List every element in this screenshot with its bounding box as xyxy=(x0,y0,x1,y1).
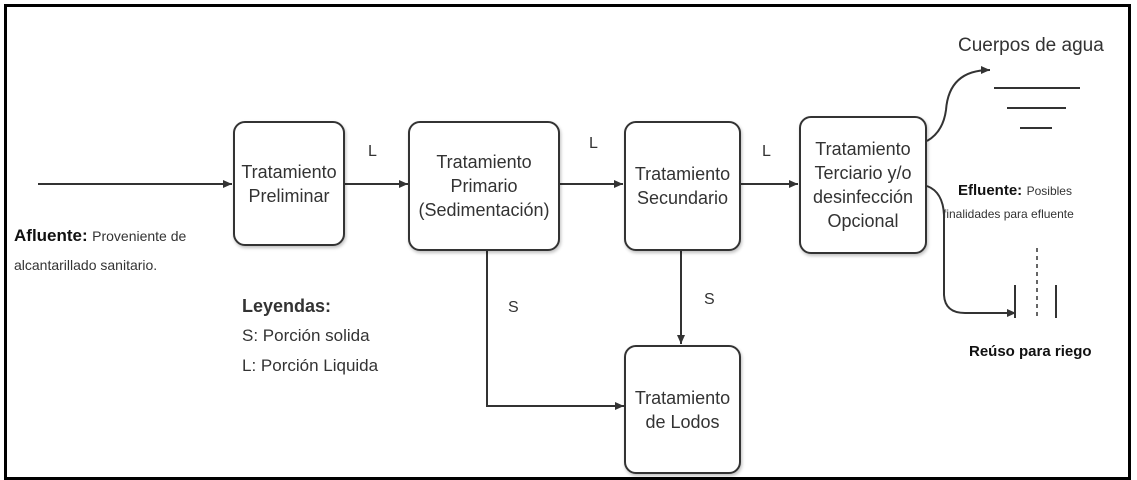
legend-l: L: Porción Liquida xyxy=(242,356,379,375)
legend-title: Leyendas: xyxy=(242,296,332,316)
flow-label-l2: L xyxy=(589,135,598,152)
efluente-title: Efluente: xyxy=(958,182,1023,199)
box-terciario-text: Tratamiento Terciario y/o desinfección O… xyxy=(812,139,914,231)
efluente-line-1: Efluente: Posibles xyxy=(958,182,1072,200)
afluente-line-1: Afluente: Proveniente de xyxy=(14,226,186,246)
box-tratamiento-lodos: Tratamiento de Lodos xyxy=(624,345,741,474)
box-primario-text: Tratamiento Primario (Sedimentación) xyxy=(418,152,550,220)
afluente-title: Afluente: xyxy=(14,226,88,245)
diagram-frame xyxy=(4,4,1131,480)
flow-label-s2: S xyxy=(704,291,715,308)
box-secundario-text: Tratamiento Secundario xyxy=(634,164,731,208)
flow-label-l3: L xyxy=(762,143,771,160)
arrow-terciario-reuso xyxy=(926,185,1016,317)
arrow-terciario-cuerpos xyxy=(926,66,991,142)
box-preliminar-text: Tratamiento Preliminar xyxy=(241,161,337,206)
box-tratamiento-secundario: Tratamiento Secundario xyxy=(624,121,741,251)
efluente-desc-1: Posibles xyxy=(1026,184,1072,198)
output-reuso-para-riego: Reúso para riego xyxy=(969,343,1092,360)
box-tratamiento-primario: Tratamiento Primario (Sedimentación) xyxy=(408,121,560,251)
box-tratamiento-preliminar: Tratamiento Preliminar xyxy=(233,121,345,246)
efluente-desc-2: finalidades para efluente xyxy=(943,207,1074,221)
output-cuerpos-de-agua: Cuerpos de agua xyxy=(958,35,1104,56)
box-tratamiento-terciario: Tratamiento Terciario y/o desinfección O… xyxy=(799,116,927,254)
legend-s: S: Porción solida xyxy=(242,326,370,345)
arrow-primario-lodos xyxy=(486,250,624,410)
afluente-desc-1: Proveniente de xyxy=(92,228,187,244)
box-lodos-text: Tratamiento de Lodos xyxy=(634,387,731,432)
flow-label-l1: L xyxy=(368,143,377,160)
flow-label-s1: S xyxy=(508,299,519,316)
afluente-desc-2: alcantarillado sanitario. xyxy=(14,257,158,273)
